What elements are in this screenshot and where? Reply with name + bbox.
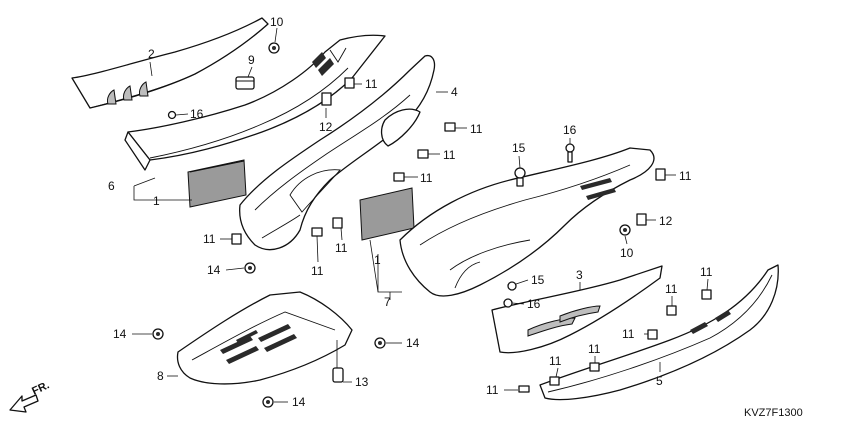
callout-label[interactable]: 15 (512, 141, 526, 155)
front-direction-arrow: FR. (9, 379, 51, 413)
part-9-clip[interactable] (235, 76, 255, 90)
callout-label[interactable]: 12 (319, 120, 333, 134)
part-floor-panel-right[interactable] (399, 147, 655, 297)
clip-11-m[interactable] (589, 362, 600, 372)
callout-label[interactable]: 2 (148, 47, 155, 61)
callout-label[interactable]: 1 (374, 253, 381, 267)
callout-label[interactable]: 7 (384, 295, 391, 309)
callout-label[interactable]: 11 (665, 282, 678, 296)
callout-label[interactable]: 11 (203, 232, 216, 246)
part-1-foam-pad-left[interactable] (187, 159, 247, 208)
clip-11-l[interactable] (549, 376, 560, 386)
clip-12-a[interactable] (321, 92, 332, 106)
callout-label[interactable]: 5 (656, 374, 663, 388)
callout-label[interactable]: 16 (190, 107, 204, 121)
bolt-14-b[interactable] (152, 328, 164, 340)
clip-12-b[interactable] (636, 213, 647, 226)
bolt-14-a[interactable] (244, 262, 256, 274)
clip-11-h[interactable] (332, 217, 343, 229)
bolt-15[interactable] (514, 167, 526, 187)
leader-lines (132, 27, 709, 403)
callout-label[interactable]: 1 (153, 194, 160, 208)
tray-grille (220, 324, 297, 364)
callout-label[interactable]: 11 (470, 122, 483, 136)
callout-label[interactable]: 11 (700, 265, 713, 279)
part-8-floor-tray[interactable] (176, 291, 353, 385)
clip-11-i[interactable] (701, 289, 712, 300)
callout-label[interactable]: 8 (157, 369, 164, 383)
direction-label: FR. (30, 379, 51, 397)
clip-11-c[interactable] (417, 149, 429, 159)
bolt-14-c[interactable] (374, 337, 386, 349)
callout-label[interactable]: 11 (622, 327, 635, 341)
bolt-10-right[interactable] (619, 224, 631, 236)
callout-label[interactable]: 6 (108, 179, 115, 193)
clip-11-d[interactable] (393, 172, 405, 182)
callout-label[interactable]: 11 (443, 148, 456, 162)
clip-11-n[interactable] (518, 385, 530, 393)
fastener-13[interactable] (332, 367, 344, 383)
bolt-10-top[interactable] (268, 42, 280, 54)
clip-11-f[interactable] (231, 233, 242, 245)
callout-label[interactable]: 3 (576, 268, 583, 282)
callout-label[interactable]: 16 (527, 297, 541, 311)
bolt-14-d[interactable] (262, 396, 274, 408)
clip-11-j[interactable] (666, 305, 677, 316)
callout-label[interactable]: 9 (248, 53, 255, 67)
callout-label[interactable]: 14 (207, 263, 221, 277)
diagram-code: KVZ7F1300 (744, 407, 803, 419)
clip-11-b[interactable] (444, 122, 456, 132)
callout-label[interactable]: 14 (292, 395, 306, 409)
callout-label[interactable]: 16 (563, 123, 577, 137)
callout-label[interactable]: 13 (355, 375, 369, 389)
callout-label[interactable]: 11 (311, 264, 324, 278)
bolt-15-lower[interactable] (507, 281, 517, 291)
callout-label[interactable]: 11 (365, 77, 378, 91)
callout-label[interactable]: 11 (335, 241, 348, 255)
clip-11-a[interactable] (344, 77, 355, 89)
screw-16-lower[interactable] (503, 298, 513, 308)
clip-11-k[interactable] (647, 329, 658, 340)
screw-16-right[interactable] (565, 143, 575, 163)
callouts: 2 10 9 11 4 16 12 11 11 6 1 11 16 15 11 … (108, 15, 713, 409)
callout-label[interactable]: 10 (270, 15, 284, 29)
part-4-floor-side-cover[interactable] (239, 54, 436, 251)
part-1-foam-pad-center[interactable] (359, 187, 415, 241)
callout-label[interactable]: 12 (659, 214, 673, 228)
callout-label[interactable]: 11 (588, 342, 601, 356)
part-3-lower-strip[interactable] (491, 265, 663, 354)
part-2-floor-cover-strip[interactable] (71, 17, 269, 109)
callout-label[interactable]: 4 (451, 85, 458, 99)
clip-11-g[interactable] (311, 227, 323, 237)
callout-label[interactable]: 10 (620, 246, 634, 260)
callout-label[interactable]: 15 (531, 273, 545, 287)
fasteners (152, 42, 712, 408)
part-left-side-cover[interactable] (124, 34, 386, 171)
callout-label[interactable]: 11 (420, 171, 433, 185)
callout-label[interactable]: 11 (679, 169, 692, 183)
callout-label[interactable]: 14 (406, 336, 420, 350)
callout-label[interactable]: 11 (549, 354, 562, 368)
screw-16-left[interactable] (167, 110, 177, 120)
clip-11-e[interactable] (655, 168, 666, 181)
callout-label[interactable]: 11 (486, 383, 499, 397)
callout-label[interactable]: 14 (113, 327, 127, 341)
